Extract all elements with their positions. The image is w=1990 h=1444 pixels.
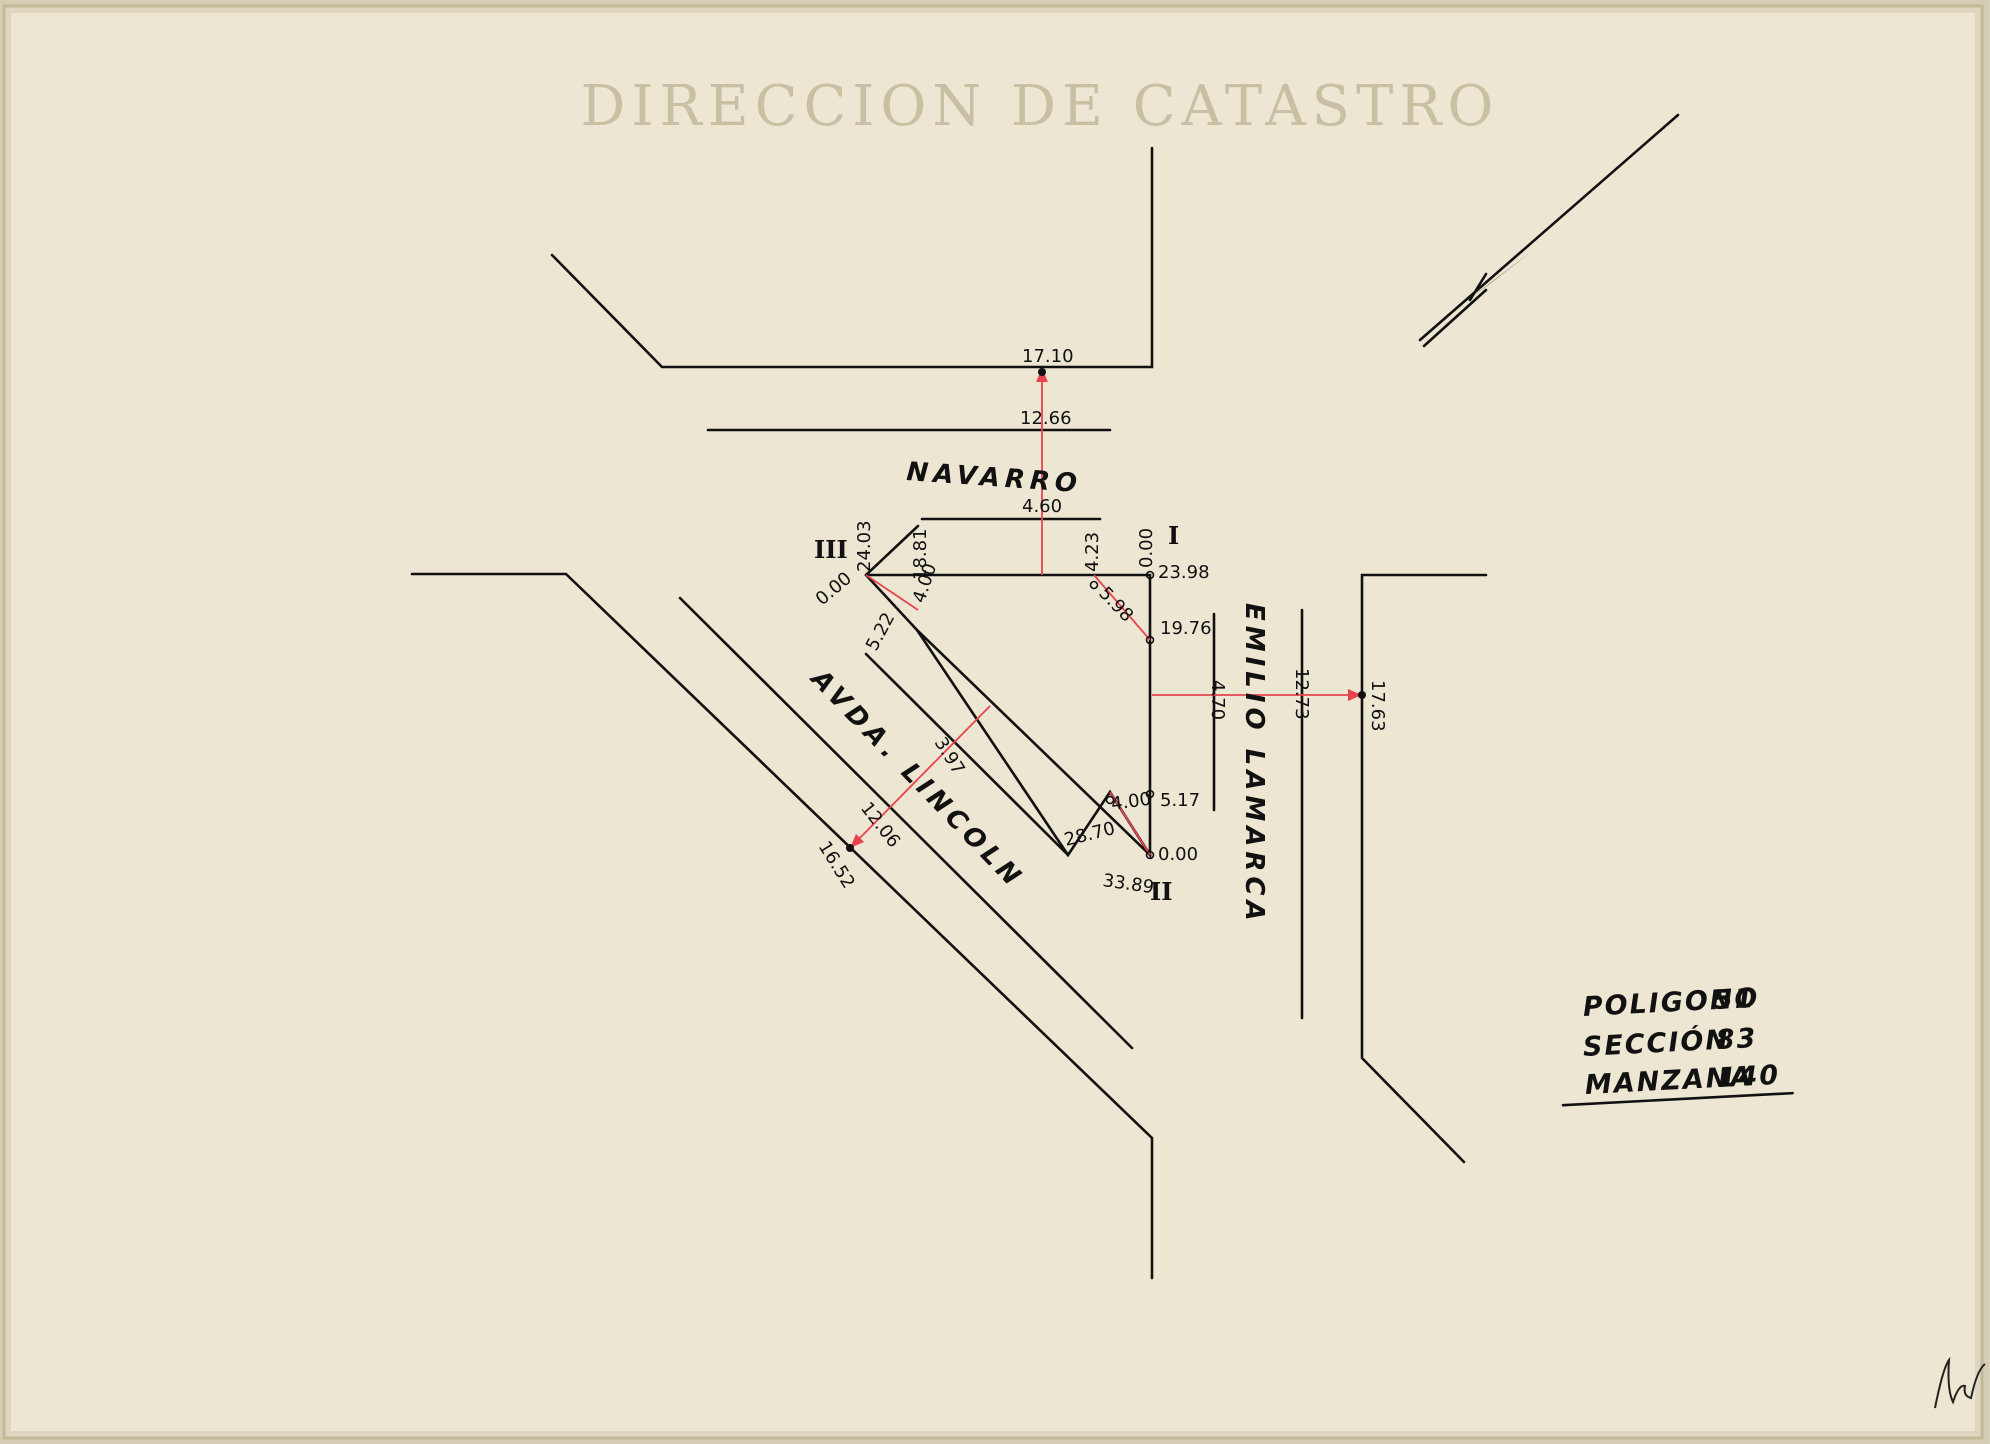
svg-text:140: 140 (1717, 1060, 1781, 1094)
handwritten-initials (1934, 1356, 1986, 1409)
street-name-east: EMILIO LAMARCA (1239, 603, 1269, 926)
survey-markers (1089, 570, 1155, 860)
svg-text:12.73: 12.73 (1291, 668, 1312, 720)
svg-text:24.03: 24.03 (854, 520, 875, 572)
svg-text:5.17: 5.17 (1160, 790, 1200, 811)
vertex-two: II (1150, 877, 1172, 906)
svg-text:23.98: 23.98 (1158, 562, 1210, 583)
svg-text:0.00: 0.00 (1136, 528, 1157, 568)
svg-text:4.23: 4.23 (1082, 532, 1103, 572)
svg-text:SECCIÓN: SECCIÓN (1582, 1023, 1731, 1063)
north-arrow-icon (1418, 113, 1680, 348)
svg-text:17.63: 17.63 (1367, 680, 1388, 732)
svg-text:4.70: 4.70 (1207, 680, 1228, 720)
svg-text:83: 83 (1715, 1023, 1758, 1056)
svg-text:19.76: 19.76 (1160, 618, 1212, 639)
svg-text:4.60: 4.60 (1022, 496, 1062, 517)
svg-text:12.66: 12.66 (1020, 408, 1072, 429)
paper-background (2, 4, 1984, 1440)
svg-text:18.81: 18.81 (910, 528, 931, 580)
svg-text:0.00: 0.00 (1158, 844, 1198, 865)
street-lines (410, 146, 1488, 1280)
red-measure-lines (849, 372, 1362, 856)
svg-text:17.10: 17.10 (1022, 346, 1074, 367)
vertex-three: III (814, 535, 848, 564)
vertex-one: I (1168, 521, 1179, 550)
faded-header: DIRECCION DE CATASTRO (581, 74, 1500, 139)
legend: POLIGONO 51 SECCIÓN 83 MANZANA 140 (1561, 983, 1794, 1107)
svg-text:51: 51 (1713, 983, 1756, 1016)
